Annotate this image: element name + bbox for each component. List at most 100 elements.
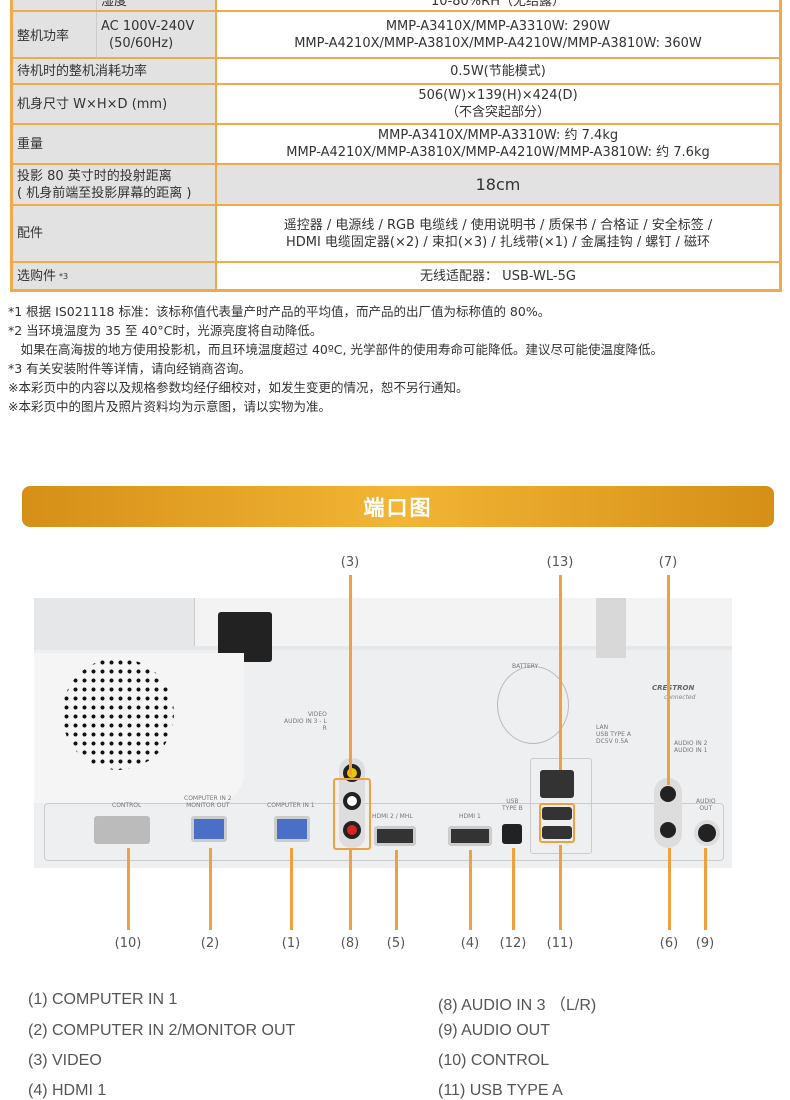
row-value: 10-80%RH（无结露）: [431, 0, 565, 9]
callout-8: (8): [340, 936, 360, 951]
callout-6: (6): [659, 936, 679, 951]
table-row: 机身尺寸 W×H×D (mm) 506(W)×139(H)×424(D) （不含突…: [13, 83, 779, 123]
table-row: 投影 80 英寸时的投射距离( 机身前端至投影屏幕的距离 ) 18cm: [13, 163, 779, 204]
callout-1: (1): [281, 936, 301, 951]
row-label: 投影 80 英寸时的投射距离: [17, 168, 172, 184]
callout-7: (7): [658, 555, 678, 570]
callout-line: [209, 848, 212, 930]
row-label: 选购件: [17, 268, 57, 284]
callout-line: [349, 575, 352, 775]
table-row: 选购件*3 无线适配器： USB-WL-5G: [13, 261, 779, 289]
battery-cover: [497, 666, 569, 744]
row-label: 待机时的整机消耗功率: [13, 59, 217, 83]
table-row: 待机时的整机消耗功率 0.5W(节能模式): [13, 57, 779, 83]
audio-in3-highlight: [333, 778, 371, 850]
row-value: HDMI 电缆固定器(×2) / 束扣(×3) / 扎线带(×1) / 金属挂钩…: [285, 234, 711, 250]
foot: [596, 598, 626, 658]
audio-out-jack: [694, 820, 720, 846]
table-row: 配件 遥控器 / 电源线 / RGB 电缆线 / 使用说明书 / 质保书 / 合…: [13, 204, 779, 261]
row-value: （不含突起部分）: [445, 105, 550, 120]
hdmi2-port: [374, 826, 416, 846]
legend-item: (3) VIDEO: [28, 1052, 102, 1069]
hdmi2-label: HDMI 2 / MHL: [372, 813, 413, 820]
footnotes: *1 根据 IS021118 标准：该标称值代表量产时产品的平均值，而产品的出厂…: [8, 302, 663, 416]
crestron-logo: CRESTRON: [652, 684, 695, 692]
row-value: MMP-A3410X/MMP-A3310W: 约 7.4kg: [377, 128, 619, 143]
row-label: 机身尺寸 W×H×D (mm): [13, 85, 217, 123]
legend-item: (4) HDMI 1: [28, 1082, 107, 1099]
row-sublabel: (50/60Hz): [109, 35, 174, 51]
row-label: 湿度: [97, 0, 215, 10]
table-row: 整机功率 AC 100V-240V(50/60Hz) MMP-A3410X/MM…: [13, 10, 779, 57]
note: 如果在高海拔的地方使用投影机，而且环境温度超过 40ºC, 光学部件的使用寿命可…: [8, 342, 663, 357]
aout-label2: OUT: [699, 805, 713, 812]
callout-9: (9): [695, 936, 715, 951]
control-label: CONTROL: [112, 802, 142, 809]
table-row: 湿度 10-80%RH（无结露）: [13, 0, 779, 10]
usb-a-port: [542, 807, 572, 820]
ain1-label: AUDIO IN 1: [674, 747, 708, 754]
usb-a-port: [542, 826, 572, 839]
row-label: 整机功率: [13, 12, 97, 57]
io-recess: [44, 803, 724, 861]
hdmi1-port: [448, 826, 492, 846]
panel-upper: [194, 598, 732, 646]
row-value: MMP-A4210X/MMP-A3810X/MMP-A4210W/MMP-A38…: [294, 35, 702, 51]
usb-a-highlight: [539, 803, 575, 843]
cin2-label: COMPUTER IN 2: [184, 795, 232, 802]
usbb-label2: TYPE B: [502, 805, 523, 812]
footnote-mark: *3: [59, 271, 69, 281]
callout-line: [668, 848, 671, 930]
legend-item: (2) COMPUTER IN 2/MONITOR OUT: [28, 1022, 296, 1039]
row-label: 重量: [13, 125, 217, 163]
row-sublabel: AC 100V-240V: [101, 18, 195, 34]
audio-in1-jack: [660, 822, 676, 838]
cin1-label: COMPUTER IN 1: [267, 802, 315, 809]
computer-in2-port: [191, 816, 227, 842]
row-value: 506(W)×139(H)×424(D): [418, 88, 578, 103]
callout-10: (10): [114, 936, 142, 951]
callout-line: [667, 575, 670, 785]
control-port: [94, 816, 150, 844]
row-value: 无线适配器： USB-WL-5G: [420, 268, 576, 284]
aout-label: AUDIO: [696, 798, 716, 805]
usbb-label: USB: [506, 798, 519, 805]
row-value: 18cm: [475, 175, 521, 194]
row-value: 遥控器 / 电源线 / RGB 电缆线 / 使用说明书 / 质保书 / 合格证 …: [283, 217, 713, 233]
audio-l-jack: [343, 792, 361, 810]
callout-line: [395, 850, 398, 930]
ain2-label: AUDIO IN 2: [674, 740, 708, 747]
l-label: L: [323, 718, 327, 725]
video-label: VIDEO: [307, 711, 327, 718]
callout-11: (11): [546, 936, 574, 951]
note: *2 当环境温度为 35 至 40°C时，光源亮度将自动降低。: [8, 323, 323, 338]
callout-2: (2): [200, 936, 220, 951]
legend-item: (10) CONTROL: [438, 1052, 550, 1069]
callout-line: [559, 845, 562, 930]
crestron-logo-sub: connected: [664, 694, 696, 701]
audio-in2-jack: [660, 786, 676, 802]
row-label: 配件: [13, 206, 217, 261]
note: ※本彩页中的图片及照片资料均为示意图，请以实物为准。: [8, 399, 331, 414]
row-value: MMP-A3410X/MMP-A3310W: 290W: [385, 18, 611, 34]
hdmi1-label: HDMI 1: [459, 813, 481, 820]
callout-12: (12): [499, 936, 527, 951]
legend-item: (8) AUDIO IN 3 （L/R): [438, 997, 597, 1014]
fan-grille: [62, 658, 174, 770]
row-value: 0.5W(节能模式): [450, 63, 546, 79]
row-label: ( 机身前端至投影屏幕的距离 ): [17, 185, 192, 201]
callout-line: [290, 848, 293, 930]
callout-3: (3): [340, 555, 360, 570]
battery-label: BATTERY: [512, 663, 539, 670]
callout-line: [704, 848, 707, 930]
lan-port: [540, 770, 574, 798]
dc-label: DC5V 0.5A: [596, 738, 629, 745]
callout-line: [469, 850, 472, 930]
callout-line: [127, 848, 130, 930]
projector-rear-panel-image: BATTERY CRESTRON connected CONTROL COMPU…: [34, 598, 732, 868]
video-jack: [343, 764, 361, 782]
callout-line: [559, 575, 562, 770]
computer-in1-port: [274, 816, 310, 842]
legend-item: (9) AUDIO OUT: [438, 1022, 551, 1039]
